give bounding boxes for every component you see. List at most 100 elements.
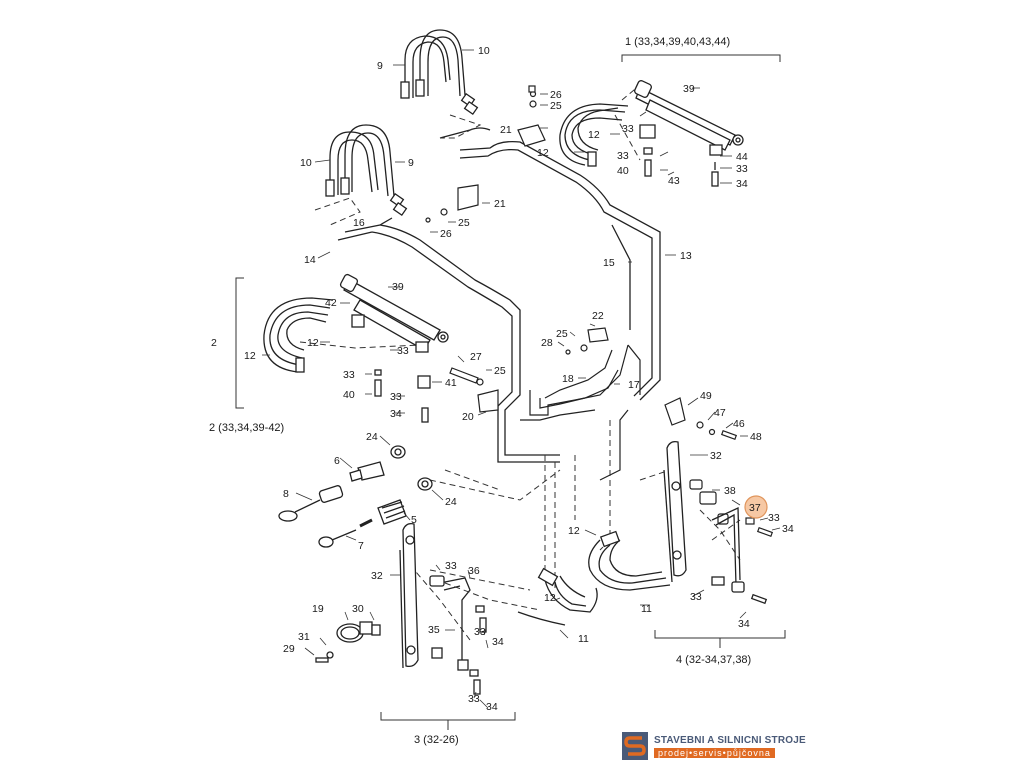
callout-47: 47 <box>714 407 726 419</box>
callout-12: 12 <box>568 525 580 537</box>
callout-26: 26 <box>550 89 562 101</box>
fitting-6 <box>349 461 385 482</box>
callout-26: 26 <box>440 228 452 240</box>
cable-7 <box>318 518 373 548</box>
callout-10: 10 <box>478 45 490 57</box>
callout-49: 49 <box>700 390 712 402</box>
callout-25: 25 <box>556 328 568 340</box>
callout-18: 18 <box>562 373 574 385</box>
group-2-bracket <box>235 277 244 409</box>
hose-pair-lower-mid <box>517 567 598 626</box>
callout-12: 12 <box>544 592 556 604</box>
hose-pair-right <box>559 103 629 167</box>
main-pipe-run <box>337 127 661 463</box>
callout-9: 9 <box>377 60 383 72</box>
callout-5: 5 <box>411 514 417 526</box>
group-4-label: 4 (32-34,37,38) <box>676 654 751 666</box>
group-labels: 1 (33,34,39,40,43,44) 2 (33,34,39-42) 3 … <box>209 36 751 746</box>
callout-32: 32 <box>371 570 383 582</box>
group-3-label: 3 (32-26) <box>414 734 459 746</box>
callout-10: 10 <box>300 157 312 169</box>
cylinder-39-left <box>339 273 449 423</box>
callout-30: 30 <box>352 603 364 615</box>
connector-5 <box>377 499 407 525</box>
callout-38: 38 <box>724 485 736 497</box>
highlight-ring-37 <box>744 495 768 519</box>
callout-6: 6 <box>334 455 340 467</box>
callout-34: 34 <box>738 618 750 630</box>
group-1-label: 1 (33,34,39,40,43,44) <box>625 36 730 48</box>
block-22 <box>565 327 609 355</box>
group-2-label: 2 (33,34,39-42) <box>209 422 284 434</box>
callout-33: 33 <box>617 150 629 162</box>
callout-11: 11 <box>578 633 589 645</box>
callout-11: 11 <box>641 603 652 615</box>
callout-36: 36 <box>468 565 480 577</box>
callout-39: 39 <box>683 83 695 95</box>
callout-27: 27 <box>470 351 482 363</box>
callout-7: 7 <box>358 540 364 552</box>
hose-pair-left-mid <box>263 297 334 373</box>
callout-34: 34 <box>492 636 504 648</box>
callout-20: 20 <box>462 411 474 423</box>
callout-12: 12 <box>588 129 600 141</box>
callout-25: 25 <box>550 100 562 112</box>
callout-24: 24 <box>445 496 457 508</box>
callout-33: 33 <box>343 369 355 381</box>
callout-17: 17 <box>628 379 640 391</box>
pipe-37 <box>711 506 768 605</box>
group-3-bracket <box>380 712 516 730</box>
washer-24-top <box>390 445 406 459</box>
callout-12: 12 <box>244 350 256 362</box>
company-logo: STAVEBNI A SILNICNI STROJE prodej•servis… <box>622 732 832 762</box>
hose-pair-left <box>325 124 408 217</box>
pipe-junction-lines <box>520 344 641 481</box>
callout-34: 34 <box>486 701 498 713</box>
hose-pair-top <box>400 29 479 116</box>
callout-9: 9 <box>408 157 414 169</box>
callout-34: 34 <box>782 523 794 535</box>
callout-8: 8 <box>283 488 289 500</box>
cable-8 <box>278 485 344 522</box>
bracket-21-mid <box>425 184 479 223</box>
callout-32: 32 <box>710 450 722 462</box>
callout-labels: 9 10 26 25 21 10 9 21 25 26 16 14 15 13 … <box>211 45 794 713</box>
callout-48: 48 <box>750 431 762 443</box>
callout-44: 44 <box>736 151 748 163</box>
callout-33: 33 <box>736 163 748 175</box>
company-tagline: prodej•servis•půjčovna <box>654 748 775 758</box>
callout-40: 40 <box>343 389 355 401</box>
pipe-36 <box>429 575 487 695</box>
callout-29: 29 <box>283 643 295 655</box>
bracket-49 <box>664 397 738 441</box>
callout-12: 12 <box>307 337 319 349</box>
group-1-bracket <box>621 54 781 62</box>
callout-39: 39 <box>392 281 404 293</box>
callout-41: 41 <box>445 377 457 389</box>
company-logo-mark-icon <box>622 732 648 760</box>
washer-24-mid <box>417 477 433 491</box>
cylinder-32-right <box>663 440 687 583</box>
callout-28: 28 <box>541 337 553 349</box>
callout-40: 40 <box>617 165 629 177</box>
callout-22: 22 <box>592 310 604 322</box>
callout-33: 33 <box>474 626 486 638</box>
callout-2: 2 <box>211 337 217 349</box>
callout-34: 34 <box>390 408 402 420</box>
callout-33: 33 <box>397 345 409 357</box>
callout-33: 33 <box>690 591 702 603</box>
callout-42: 42 <box>325 297 337 309</box>
callout-33: 33 <box>390 391 402 403</box>
callout-24: 24 <box>366 431 378 443</box>
callout-33: 33 <box>445 560 457 572</box>
callout-14: 14 <box>304 254 316 266</box>
callout-25: 25 <box>494 365 506 377</box>
callout-34: 34 <box>736 178 748 190</box>
callout-33: 33 <box>768 512 780 524</box>
callout-12: 12 <box>537 147 549 159</box>
company-name: STAVEBNI A SILNICNI STROJE <box>654 735 806 746</box>
cylinder-32-left <box>399 522 419 669</box>
bracket-20 <box>477 389 499 413</box>
callout-33: 33 <box>622 123 634 135</box>
